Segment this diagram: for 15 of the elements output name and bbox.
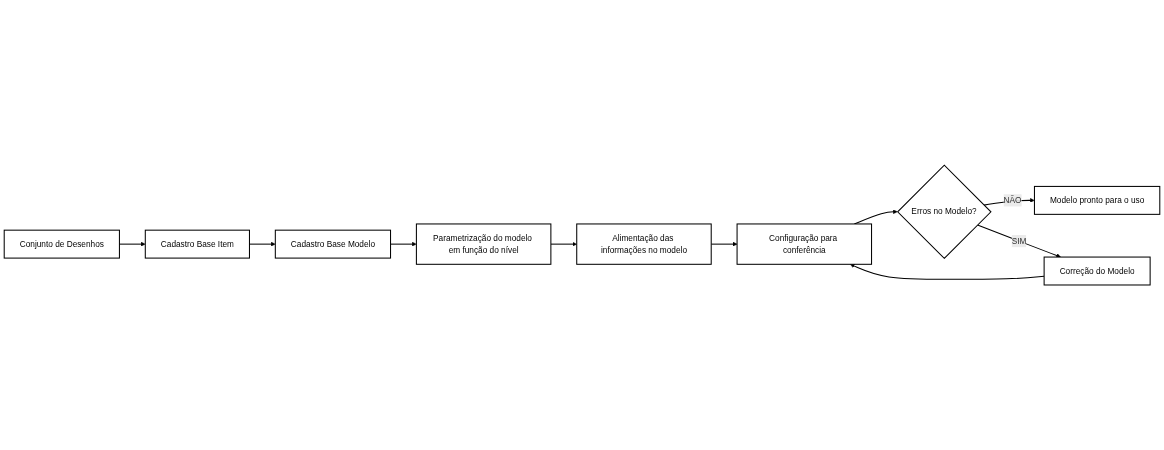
arrow <box>550 241 577 247</box>
node-diamond: Erros no Modelo? <box>896 164 992 260</box>
node-box: Modelo pronto para o uso <box>1033 185 1161 215</box>
node-box: Cadastro Base Modelo <box>274 229 392 259</box>
node-box: Configuração para conferência <box>736 223 873 265</box>
edge-label: SIM <box>1011 236 1027 246</box>
node-box: Conjunto de Desenhos <box>3 229 120 259</box>
arrow <box>390 241 417 247</box>
node-box: Parametrização do modelo em função do nível <box>415 223 552 265</box>
edge-label: NÃO <box>1003 195 1022 205</box>
node-box: Correção do Modelo <box>1043 256 1151 286</box>
node-box: Alimentação das informações no modelo <box>576 223 712 265</box>
arrow <box>850 263 1045 280</box>
node-box: Cadastro Base Item <box>144 229 250 259</box>
arrow <box>977 224 1061 258</box>
